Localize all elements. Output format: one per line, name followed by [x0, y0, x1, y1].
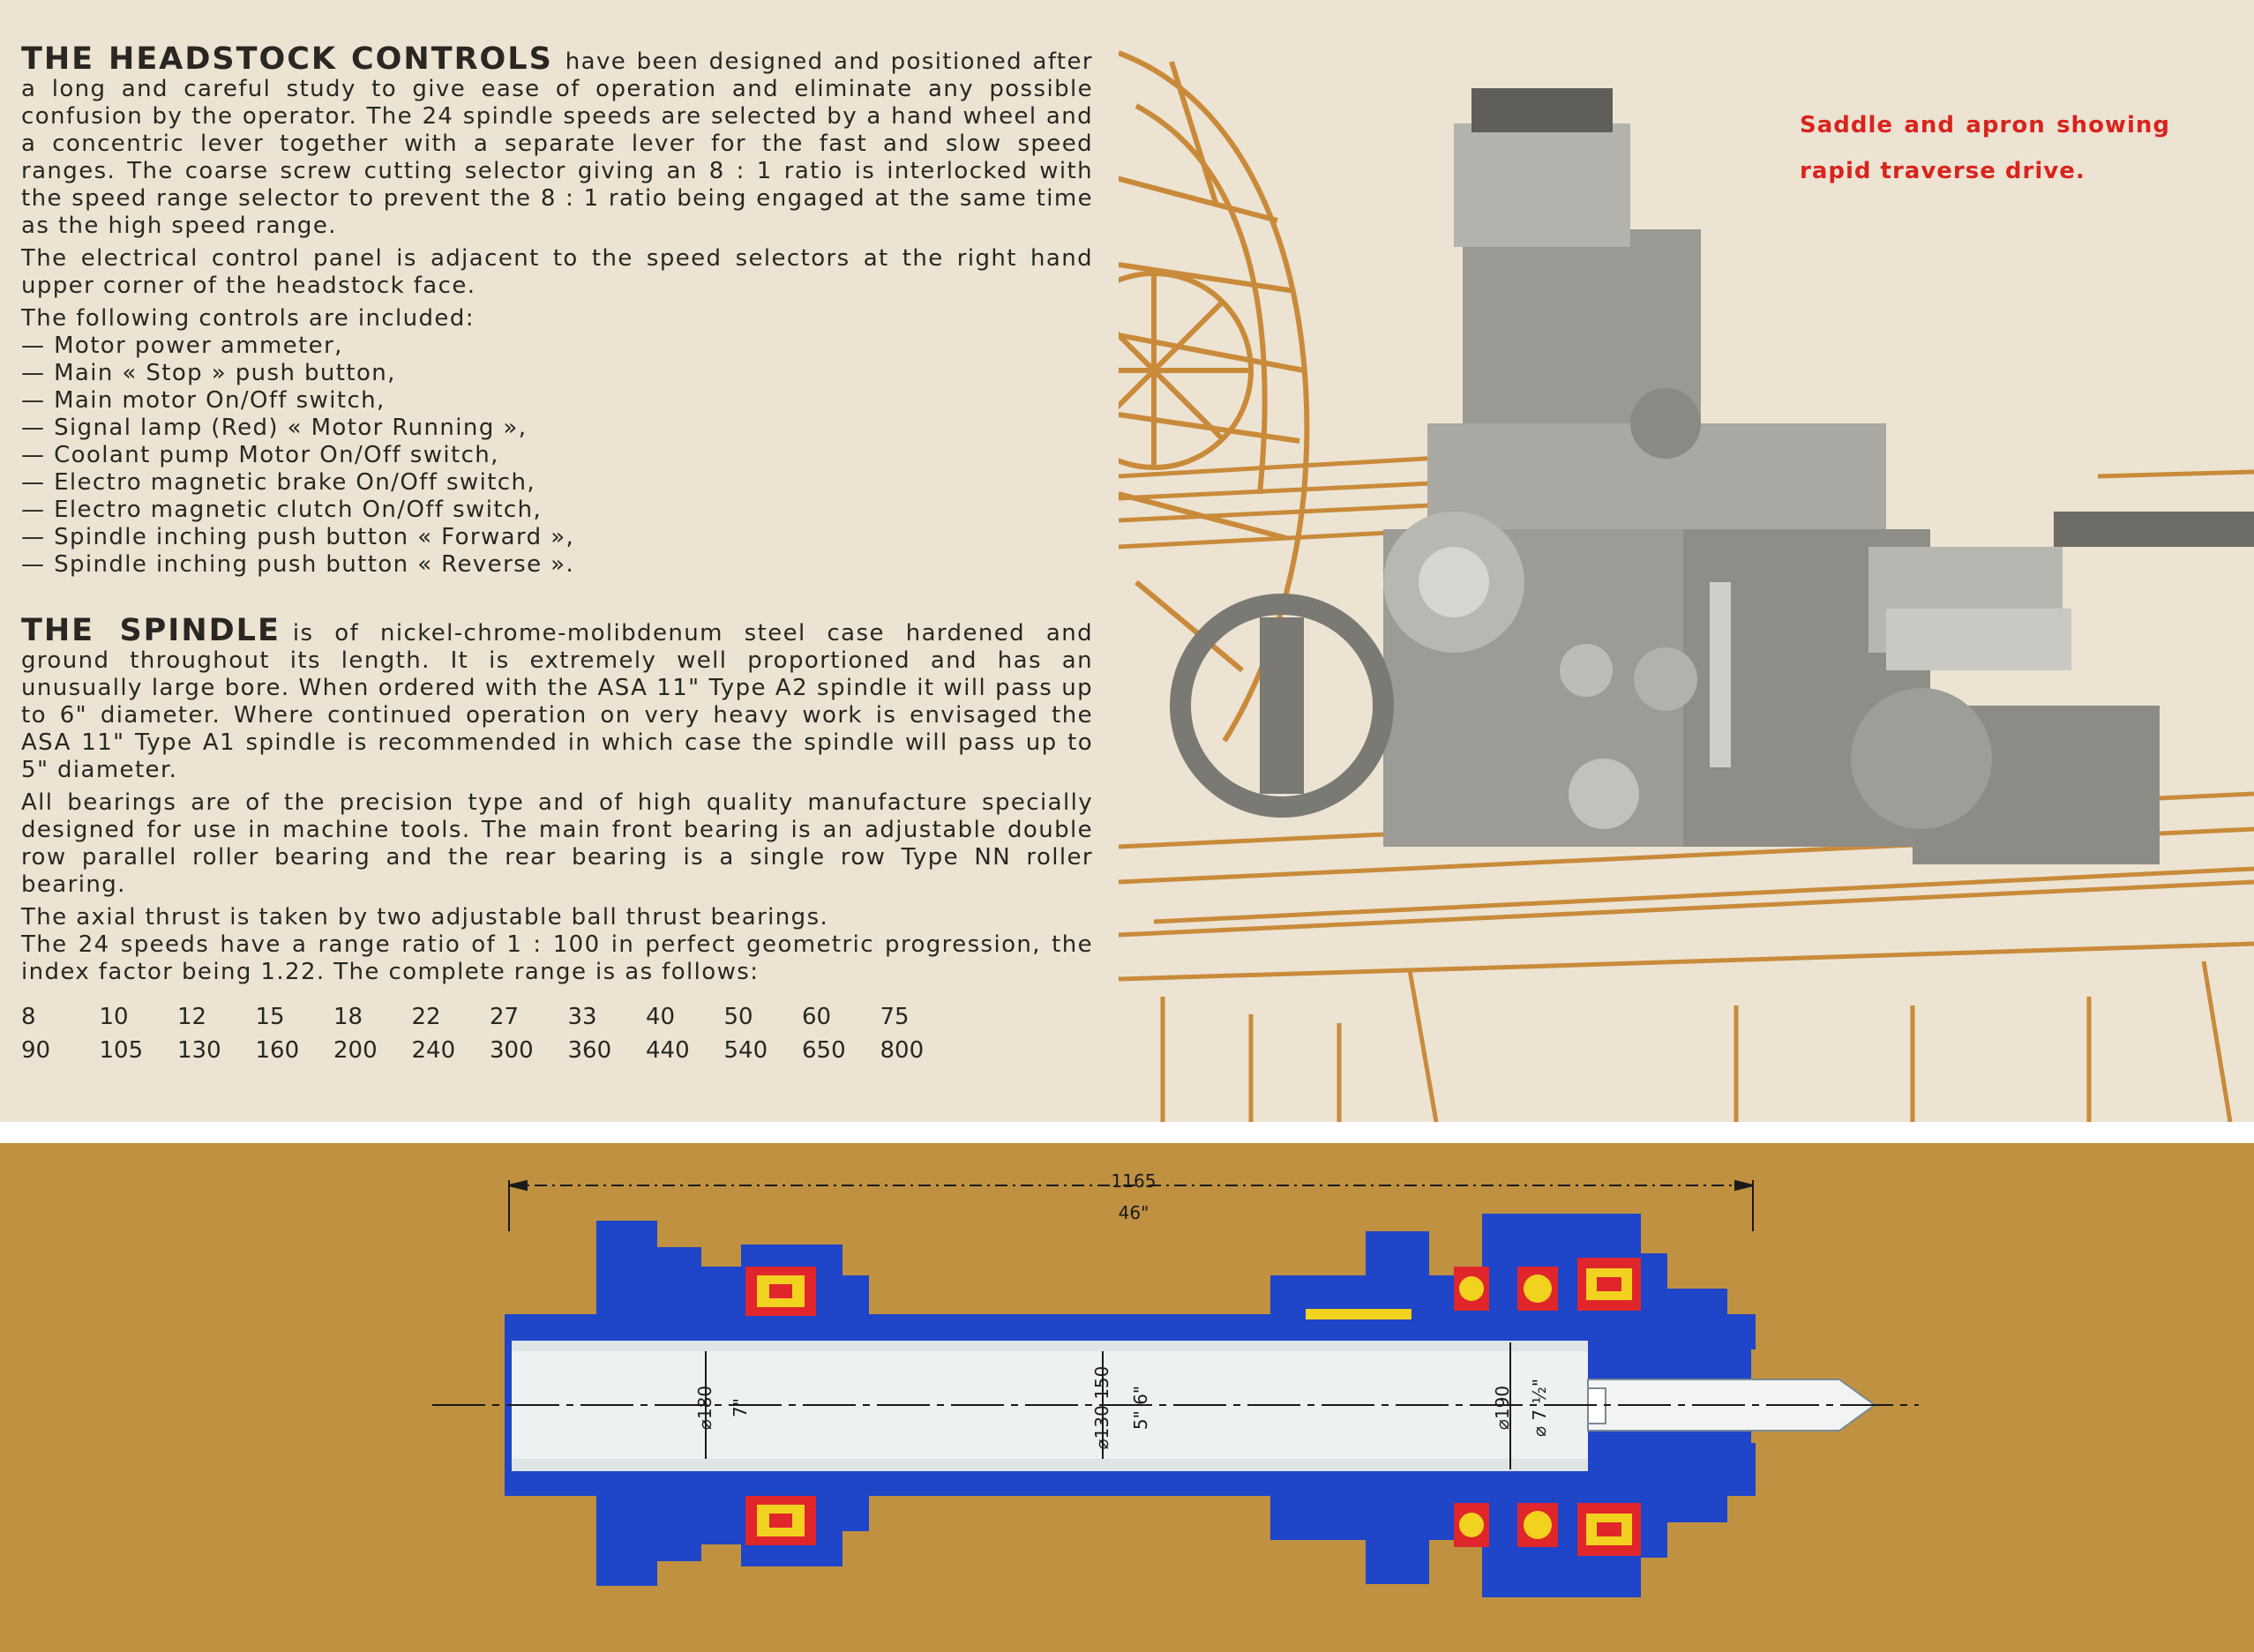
speed-value: 50 [723, 1004, 753, 1030]
overall-length-mm: 1165 [1112, 1170, 1157, 1192]
speed-value: 360 [567, 1037, 612, 1064]
speed-value: 75 [880, 1004, 910, 1030]
page-divider [0, 1122, 2254, 1143]
speed-value: 40 [646, 1004, 676, 1030]
overall-dimension [508, 1179, 1754, 1231]
list-item: Electro magnetic brake On/Off switch, [21, 469, 1093, 497]
speed-value: 8 [21, 1004, 36, 1030]
front-diameter-in: 7" [730, 1398, 751, 1417]
mid-diameter-mm: ⌀130 150 [1091, 1366, 1112, 1450]
saddle-apron-photo [1170, 88, 2254, 864]
headstock-intro-text: have been designed and positioned after … [21, 49, 1093, 239]
diameter-markers [705, 1342, 1511, 1469]
controls-list: Motor power ammeter, Main « Stop » push … [21, 333, 1093, 579]
speed-value: 200 [333, 1037, 378, 1064]
speed-value: 33 [567, 1004, 597, 1030]
overall-length-in: 46" [1119, 1202, 1149, 1223]
spindle-paragraph-3: The axial thrust is taken by two adjusta… [21, 904, 829, 931]
front-bearing-top [745, 1267, 816, 1316]
chuck-sketch [1119, 50, 1310, 743]
rear-bearing-top [1306, 1258, 1641, 1319]
spindle-heading: THE SPINDLE [21, 613, 281, 648]
list-item: Main motor On/Off switch, [21, 387, 1093, 415]
spindle-cross-section: 1165 46" [432, 1170, 1919, 1597]
rear-bearing-bottom [1454, 1503, 1641, 1556]
speed-value: 240 [411, 1037, 456, 1064]
speed-row-low: 8 10 12 15 18 22 27 33 40 50 60 75 [21, 1000, 1093, 1034]
speed-value: 650 [802, 1037, 846, 1064]
list-item: Main « Stop » push button, [21, 360, 1093, 387]
spindle-paragraph-2: All bearings are of the precision type a… [21, 789, 1093, 898]
headstock-paragraph-2: The electrical control panel is adjacent… [21, 245, 1093, 299]
speed-value: 90 [21, 1037, 51, 1064]
speed-value: 105 [99, 1037, 144, 1064]
diameter-labels: ⌀180 7" ⌀130 150 5" 6" ⌀190 ⌀ 7 ½" [694, 1366, 1550, 1450]
photo-caption: Saddle and apron showing rapid traverse … [1800, 112, 2170, 184]
rear-diameter-mm: ⌀190 [1492, 1386, 1513, 1430]
list-item: Motor power ammeter, [21, 333, 1093, 360]
speed-value: 10 [99, 1004, 129, 1030]
speed-value: 800 [880, 1037, 925, 1064]
speed-value: 27 [490, 1004, 520, 1030]
list-item: Coolant pump Motor On/Off switch, [21, 442, 1093, 469]
spindle-paragraph-4: The 24 speeds have a range ratio of 1 : … [21, 931, 1093, 985]
spindle-intro-text: is of nickel-chrome-molibdenum steel cas… [21, 620, 1093, 783]
speed-value: 160 [255, 1037, 300, 1064]
list-item: Electro magnetic clutch On/Off switch, [21, 497, 1093, 524]
speed-value: 440 [646, 1037, 690, 1064]
spindle-section-diagram: 1165 46" [0, 1143, 2254, 1652]
mid-diameter-in: 5" 6" [1130, 1386, 1151, 1430]
speed-value: 60 [802, 1004, 832, 1030]
speed-value: 22 [411, 1004, 441, 1030]
headstock-heading: THE HEADSTOCK CONTROLS [21, 41, 553, 77]
speed-value: 300 [490, 1037, 534, 1064]
speed-value: 12 [177, 1004, 207, 1030]
front-bearing-bottom [745, 1496, 816, 1545]
rear-diameter-in: ⌀ 7 ½" [1529, 1379, 1550, 1437]
list-item: Signal lamp (Red) « Motor Running », [21, 415, 1093, 442]
speed-row-high: 90 105 130 160 200 240 300 360 440 540 650 800 [21, 1034, 1093, 1067]
front-diameter-mm: ⌀180 [694, 1386, 715, 1430]
speed-value: 18 [333, 1004, 363, 1030]
speed-table: 8 10 12 15 18 22 27 33 40 50 60 75 90 105 130 160 200 24… [21, 1000, 1093, 1067]
lathe-illustration [1119, 50, 2254, 1122]
list-item: Spindle inching push button « Forward », [21, 524, 1093, 551]
speed-value: 540 [723, 1037, 768, 1064]
headstock-paragraph-3: The following controls are included: [21, 305, 475, 332]
speed-value: 130 [177, 1037, 221, 1064]
speed-value: 15 [255, 1004, 285, 1030]
list-item: Spindle inching push button « Reverse ». [21, 551, 1093, 579]
